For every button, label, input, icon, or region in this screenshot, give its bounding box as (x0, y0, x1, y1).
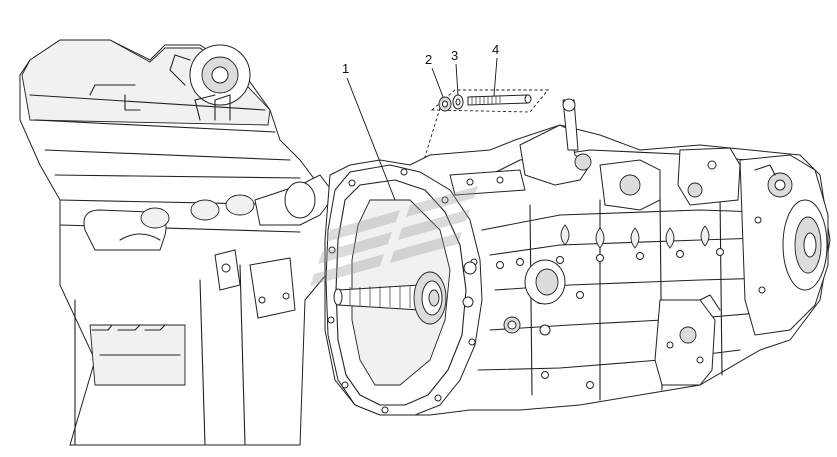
stud-part (467, 94, 532, 106)
callout-number-2: 2 (425, 52, 432, 67)
watermark-logo (310, 186, 478, 286)
callout-3: 3 (451, 48, 459, 96)
rear-housing (739, 154, 829, 336)
nut-part (438, 96, 452, 112)
callout-number-4: 4 (492, 42, 499, 57)
input-shaft (333, 261, 477, 325)
engine-block (19, 39, 336, 446)
callout-number-3: 3 (451, 48, 458, 63)
callout-2: 2 (425, 52, 444, 98)
callout-4: 4 (492, 42, 499, 97)
gearbox-assembly (310, 98, 831, 416)
fastener-group (423, 89, 549, 161)
callout-number-1: 1 (342, 61, 349, 76)
gearbox-main-case (469, 149, 771, 401)
shift-cover (449, 98, 741, 211)
washer-part (452, 94, 464, 110)
callout-1: 1 (342, 61, 396, 201)
